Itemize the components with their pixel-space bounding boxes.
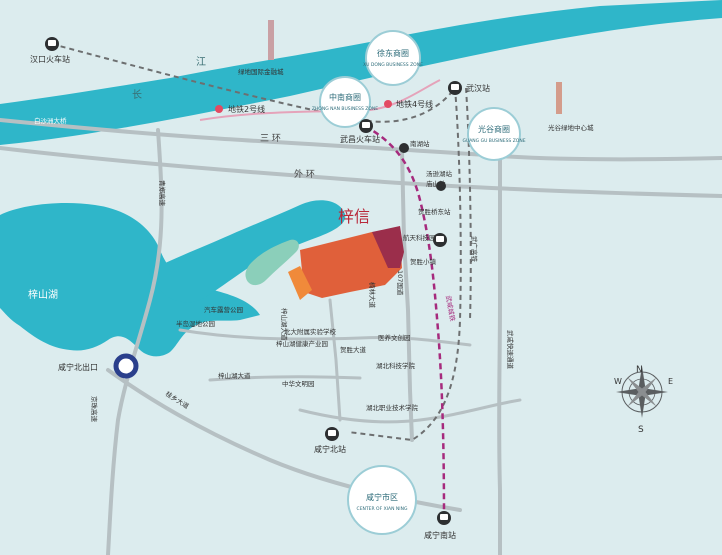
lake — [0, 203, 260, 357]
zone-xudong-en: XU DONG BUSINESS ZONE — [363, 62, 423, 68]
metro-line2-label: 地铁2号线 — [228, 104, 265, 114]
compass-N: N — [636, 365, 643, 375]
ring3-label: 三 环 — [260, 133, 281, 144]
wuguang-label: 武广高铁 — [470, 236, 479, 263]
station-xianning-south-label: 咸宁南站 — [424, 530, 456, 540]
zone-xianning-cn: 咸宁市区 — [366, 492, 398, 502]
river-char-2: 长 — [132, 89, 142, 101]
zone-zhongnan-en: ZHONG NAN BUSINESS ZONE — [312, 106, 378, 112]
poi-hbkj: 航天科技园 — [403, 233, 436, 242]
greenland-center-label: 绿地国际金融城 — [238, 67, 284, 76]
green-area — [245, 239, 299, 286]
zone-xianning-en: CENTER OF XIAN NING — [357, 506, 408, 512]
heyi-ave-label: 贺胜大道 — [340, 345, 367, 354]
station-xianning-north-label: 咸宁北站 — [314, 444, 346, 454]
zishanhu-road-label: 梓山湖大道 — [280, 308, 289, 341]
compass-E: E — [668, 377, 673, 386]
station-wuchang-label: 武昌火车站 — [340, 134, 380, 144]
zone-guanggu-en: GUANG GU BUSINESS ZONE — [462, 138, 525, 144]
poi-car-park: 汽车露营公园 — [204, 305, 243, 314]
station-icons — [48, 40, 459, 520]
poi-wetland: 半岛湿地公园 — [176, 319, 215, 328]
outer-ring-label: 外 环 — [294, 168, 315, 180]
poi-culture-park: 中华文明园 — [282, 379, 315, 388]
zishanhu-ave-label: 梓山湖大道 — [218, 371, 251, 380]
guanggu-tower-icon — [556, 82, 562, 114]
exit-label: 咸宁北出口 — [58, 362, 98, 372]
project-west — [288, 266, 312, 300]
zone-circles — [319, 30, 521, 535]
poi-town: 贺胜小镇 — [410, 257, 437, 266]
lake-label: 梓山湖 — [28, 288, 58, 301]
jingzhu-label: 京珠高速 — [90, 396, 99, 423]
station-heshengqiao-label: 贺胜桥东站 — [418, 207, 451, 216]
poi-health-park: 梓山湖健康产业园 — [276, 339, 328, 348]
project-core — [372, 226, 404, 268]
station-nanhu-label: 南湖站 — [410, 139, 430, 148]
compass-S: S — [638, 425, 644, 435]
project-area — [300, 232, 402, 298]
project-name: 梓信 — [338, 207, 370, 226]
poi-vocational: 湖北职业技术学院 — [366, 403, 419, 412]
rail-line — [364, 124, 446, 519]
station-wuhan-label: 武汉站 — [466, 83, 490, 93]
guanggu-center-label: 光谷绿地中心城 — [548, 123, 594, 132]
r107-label: 107国道 — [396, 270, 405, 296]
river — [0, 0, 722, 145]
xianning-express-label: 武咸快速通道 — [506, 330, 515, 370]
qingzheng-label: 青郑高速 — [158, 180, 167, 207]
exit-marker — [113, 353, 139, 379]
zone-xudong-cn: 徐东商圈 — [377, 48, 409, 58]
poi-hospital: 医养文创园 — [378, 333, 411, 342]
compass-W: W — [614, 377, 622, 386]
metro-icon-4 — [384, 100, 392, 108]
greenland-tower-icon — [268, 20, 274, 60]
compass — [616, 366, 668, 418]
river-char-1: 江 — [196, 56, 206, 68]
metro-line4-label: 地铁4号线 — [396, 99, 433, 109]
zone-zhongnan-cn: 中南商圈 — [329, 92, 361, 102]
station-tangxunhu-label: 汤逊湖站 — [426, 169, 453, 178]
poi-hubei-uni: 湖北科技学院 — [376, 361, 416, 370]
poi-school: 北大附属实验学校 — [284, 327, 337, 336]
metro-icon-2 — [215, 105, 223, 113]
nanlin-ave-label: 楠林大道 — [368, 282, 377, 309]
lake-arm — [149, 200, 346, 303]
station-miaoshan-label: 庙山站 — [426, 179, 446, 188]
bridge-label: 白沙洲大桥 — [34, 116, 67, 125]
zone-guanggu-cn: 光谷商圈 — [478, 124, 510, 134]
station-hankou-label: 汉口火车站 — [30, 54, 70, 64]
